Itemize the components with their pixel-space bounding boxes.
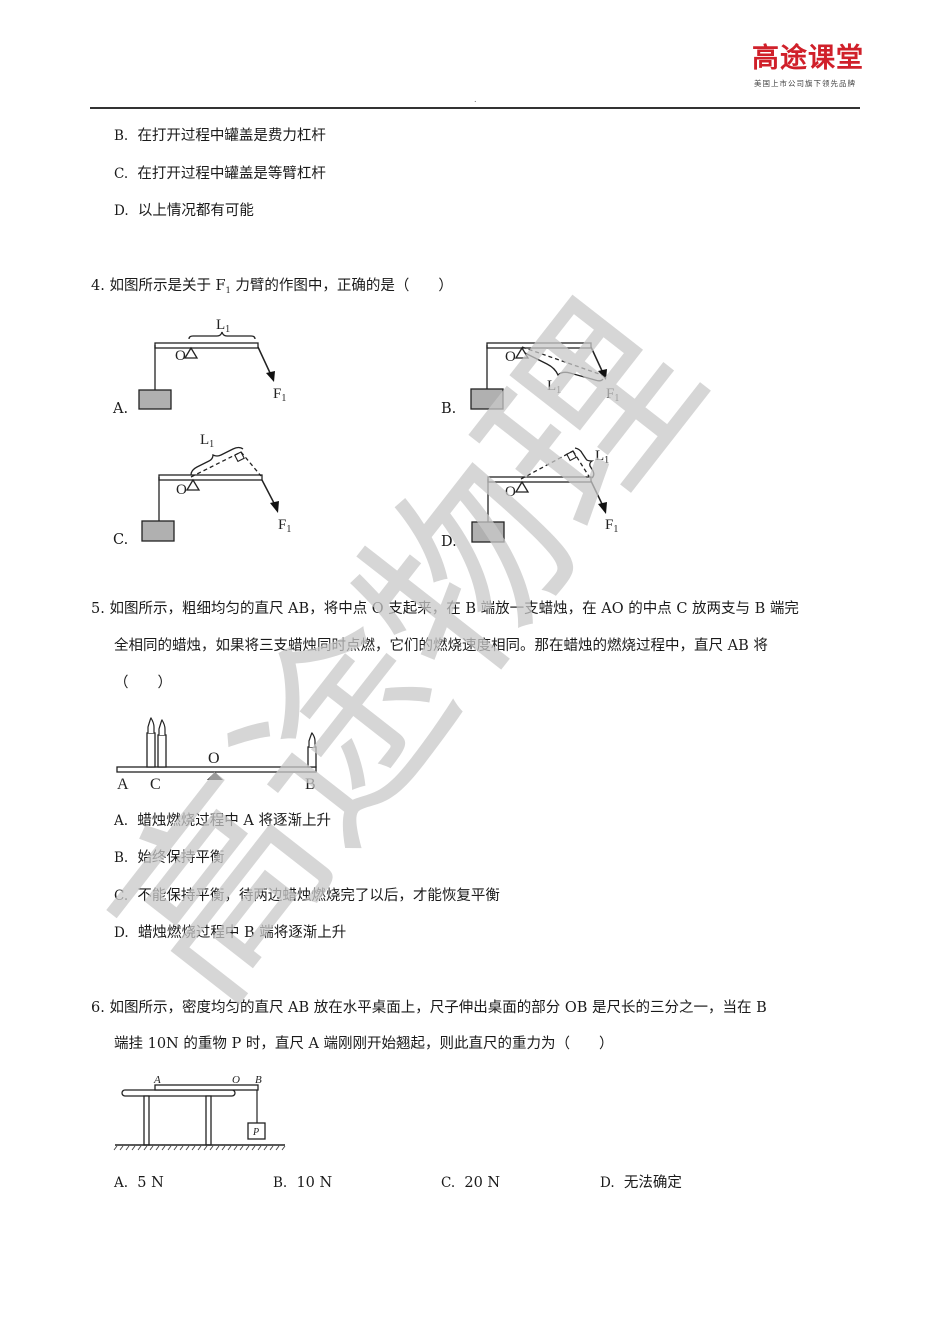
point-label-o: O <box>232 1074 240 1086</box>
q5-stem-line-3: （ ） <box>114 675 172 691</box>
q6-option-d: D. 无法确定 <box>600 1173 682 1193</box>
option-label: B. <box>114 128 129 144</box>
q6-option-a: A. 5 N <box>114 1173 164 1193</box>
table-ruler-diagram: A O B P <box>113 1074 286 1151</box>
question-text: 如图所示，粗细均匀的直尺 AB，将中点 O 支起来，在 B 端放一支蜡烛，在 A… <box>109 601 799 617</box>
q5-stem-line-2: 全相同的蜡烛，如果将三支蜡烛同时点燃，它们的燃烧速度相同。那在蜡烛的燃烧过程中，… <box>114 638 768 654</box>
option-text: 在打开过程中罐盖是等臂杠杆 <box>137 166 326 182</box>
q6-option-b: B. 10 N <box>273 1173 332 1193</box>
pivot-label: O <box>505 349 516 365</box>
q5-option-b: B. 始终保持平衡 <box>114 848 224 868</box>
option-text: 始终保持平衡 <box>137 850 225 866</box>
point-label-o: O <box>208 750 220 767</box>
point-label-b: B <box>255 1074 262 1086</box>
q5-stem-line-1: 5. 如图所示，粗细均匀的直尺 AB，将中点 O 支起来，在 B 端放一支蜡烛，… <box>91 599 799 619</box>
option-label: D. <box>114 203 129 219</box>
ruler-candle-diagram: O A C B <box>116 717 317 793</box>
lever-diagram: O L1 F1 <box>471 447 618 543</box>
q5-option-d: D. 蜡烛燃烧过程中 B 端将逐渐上升 <box>114 923 346 943</box>
q6-stem-line-2: 端挂 10N 的重物 P 时，直尺 A 端刚刚开始翘起，则此直尺的重力为（ ） <box>114 1036 614 1052</box>
q4-stem: 4. 如图所示是关于 F1 力臂的作图中，正确的是（ ） <box>91 276 453 301</box>
question-number: 5. <box>91 601 105 617</box>
question-text: 力臂的作图中，正确的是（ ） <box>230 278 453 294</box>
svg-text:F1: F1 <box>606 386 619 404</box>
pivot-label: O <box>505 484 516 500</box>
header-mark: . <box>474 95 477 104</box>
point-label-c: C <box>150 776 161 793</box>
q5-option-c: C. 不能保持平衡，待两边蜡烛燃烧完了以后，才能恢复平衡 <box>114 886 500 906</box>
svg-text:F1: F1 <box>605 517 618 535</box>
svg-text:L1: L1 <box>595 448 609 466</box>
q3-option-d: D. 以上情况都有可能 <box>114 201 254 221</box>
question-text: 如图所示，密度均匀的直尺 AB 放在水平桌面上，尺子伸出桌面的部分 OB 是尺长… <box>109 1000 767 1016</box>
svg-text:L1: L1 <box>547 378 561 396</box>
pivot-label: O <box>175 348 186 364</box>
q5-option-a: A. 蜡烛燃烧过程中 A 将逐渐上升 <box>114 811 331 831</box>
subscript: 1 <box>225 286 231 295</box>
figure-label: C. <box>113 532 129 548</box>
svg-text:L1: L1 <box>200 432 214 450</box>
option-text: 蜡烛燃烧过程中 A 将逐渐上升 <box>137 813 331 829</box>
lever-diagram: O L1 F1 <box>141 432 291 542</box>
svg-text:F1: F1 <box>278 517 291 535</box>
question-number: 4. <box>91 278 105 294</box>
lever-diagram: O L1 F1 <box>138 317 286 410</box>
header-divider <box>90 107 860 109</box>
option-text: 不能保持平衡，待两边蜡烛燃烧完了以后，才能恢复平衡 <box>137 888 500 904</box>
lever-diagram: O L1 F1 <box>470 342 619 410</box>
option-label: C. <box>114 166 129 182</box>
svg-text:F1: F1 <box>273 386 286 404</box>
q4-figure-a: A. O L1 F1 <box>105 305 305 420</box>
option-text: 20 N <box>464 1175 501 1191</box>
option-text: 在打开过程中罐盖是费力杠杆 <box>137 128 326 144</box>
point-label-a: A <box>117 776 129 793</box>
option-label: A. <box>114 813 129 829</box>
q4-figure-c: C. O L1 F1 <box>105 425 305 555</box>
figure-label: D. <box>441 534 457 550</box>
q3-option-b: B. 在打开过程中罐盖是费力杠杆 <box>114 126 326 146</box>
q4-figure-d: D. O L1 F1 <box>435 425 635 555</box>
option-label: C. <box>114 888 129 904</box>
brand-logo: 高途课堂 <box>752 43 864 74</box>
figure-label: A. <box>113 401 129 417</box>
q4-figure-b: B. O L1 F1 <box>435 305 635 420</box>
option-label: C. <box>441 1175 456 1191</box>
option-label: A. <box>114 1175 129 1191</box>
option-text: 蜡烛燃烧过程中 B 端将逐渐上升 <box>137 925 347 941</box>
point-label-b: B <box>305 776 316 793</box>
option-text: 以上情况都有可能 <box>137 203 254 219</box>
option-text: 10 N <box>296 1175 333 1191</box>
pivot-label: O <box>176 482 187 498</box>
brand-tagline: 美国上市公司旗下领先品牌 <box>754 79 856 88</box>
q6-figure-table: A O B P <box>105 1065 295 1155</box>
q6-stem-line-1: 6. 如图所示，密度均匀的直尺 AB 放在水平桌面上，尺子伸出桌面的部分 OB … <box>91 998 767 1018</box>
question-number: 6. <box>91 1000 105 1016</box>
q3-option-c: C. 在打开过程中罐盖是等臂杠杆 <box>114 164 326 184</box>
figure-label: B. <box>441 401 457 417</box>
option-label: B. <box>273 1175 288 1191</box>
option-label: B. <box>114 850 129 866</box>
svg-text:L1: L1 <box>216 317 230 335</box>
q5-figure-candles: O A C B <box>105 705 335 800</box>
point-label-a: A <box>153 1074 161 1086</box>
weight-label-p: P <box>252 1127 259 1138</box>
q6-option-c: C. 20 N <box>441 1173 500 1193</box>
option-text: 无法确定 <box>623 1175 682 1191</box>
option-text: 5 N <box>137 1175 164 1191</box>
question-text: 如图所示是关于 F <box>109 278 226 294</box>
option-label: D. <box>600 1175 615 1191</box>
option-label: D. <box>114 925 129 941</box>
